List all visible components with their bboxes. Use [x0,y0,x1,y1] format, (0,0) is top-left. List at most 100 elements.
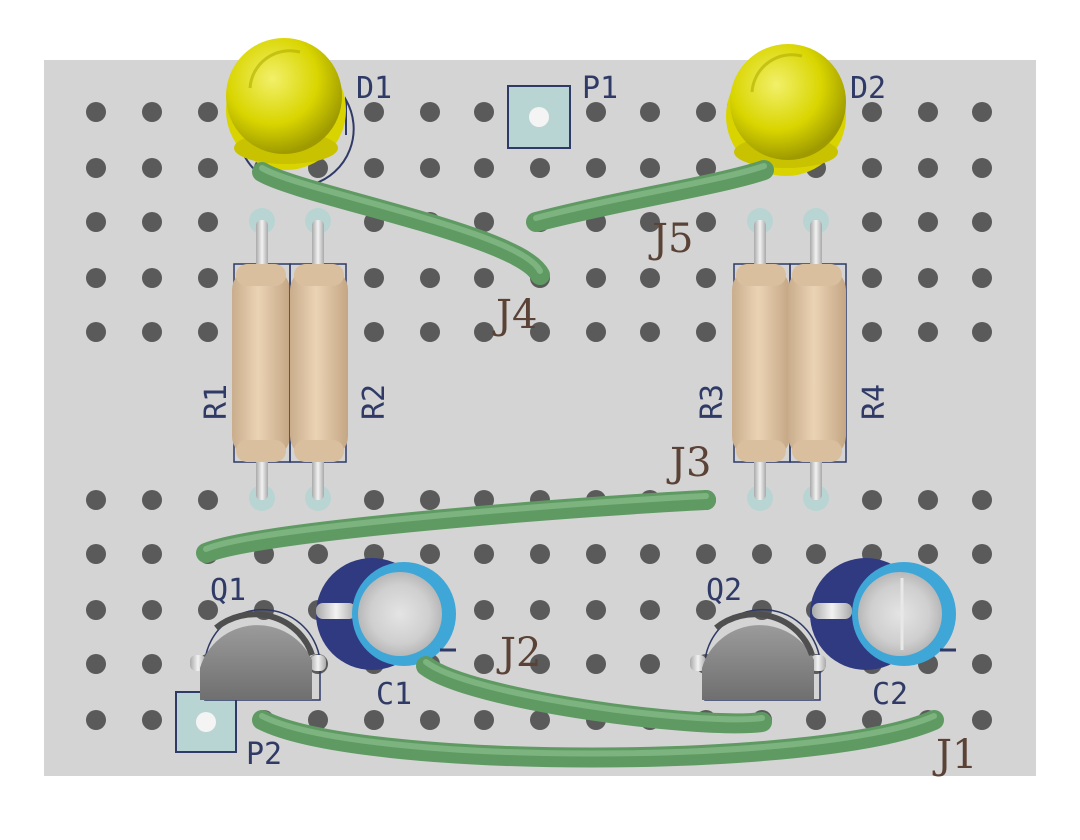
label-r4: R4 [857,384,892,420]
hole [474,322,494,342]
hole [420,490,440,510]
hole [86,268,106,288]
hole [972,268,992,288]
hole [752,544,772,564]
hole [420,158,440,178]
hole [972,158,992,178]
wire-j3 [196,490,716,563]
hole [586,654,606,674]
hole [918,212,938,232]
jumper-wires [196,160,944,768]
silkscreen-labels: D1 D2 P1 P2 Q1 Q2 C1 C2 R1 R2 R3 R4 [199,71,908,772]
hole [198,158,218,178]
hole [86,158,106,178]
hole [640,654,660,674]
hole [696,600,716,620]
wire-j5 [526,160,774,232]
hole [972,544,992,564]
hole [198,322,218,342]
hole [142,268,162,288]
hole [142,490,162,510]
hole [640,544,660,564]
hole [198,600,218,620]
hole [972,600,992,620]
hole [474,212,494,232]
hole [420,710,440,730]
hole [972,212,992,232]
hole [972,322,992,342]
pad-p1 [507,85,571,149]
hole [862,710,882,730]
hole [86,710,106,730]
resistor-r4 [788,208,847,511]
hole [474,268,494,288]
transistor-q2 [690,608,826,701]
hole [420,268,440,288]
hole [862,268,882,288]
hole [142,544,162,564]
label-j3: J3 [666,440,711,486]
hole [918,490,938,510]
hole [972,710,992,730]
hole [86,600,106,620]
hole [530,710,550,730]
hole [364,322,384,342]
hole [420,102,440,122]
label-j1: J1 [932,732,977,778]
hole [474,600,494,620]
hole [198,212,218,232]
label-r1: R1 [199,384,234,420]
hole [364,490,384,510]
hole [86,322,106,342]
hole [640,268,660,288]
led-d2 [726,44,846,176]
hole [198,268,218,288]
label-q1: Q1 [210,573,246,608]
wire-j1 [252,710,944,768]
hole [862,102,882,122]
hole [142,158,162,178]
resistor-r1 [232,208,291,511]
label-j4: J4 [492,292,537,338]
hole [474,654,494,674]
hole [586,600,606,620]
hole [474,158,494,178]
hole [86,654,106,674]
hole [640,102,660,122]
hole [586,158,606,178]
capacitor-c2 [810,558,956,670]
hole [530,544,550,564]
hole [696,212,716,232]
hole [142,102,162,122]
label-j5: J5 [648,216,693,262]
wire-j2 [416,656,772,734]
hole [696,322,716,342]
hole [530,600,550,620]
hole [640,158,660,178]
hole [198,102,218,122]
label-j2: J2 [496,630,541,676]
hole [862,212,882,232]
hole [696,102,716,122]
hole [364,158,384,178]
capacitor-c1 [316,558,456,670]
label-d1: D1 [356,71,392,106]
hole [530,654,550,674]
label-c2: C2 [872,677,908,712]
hole [918,102,938,122]
jumper-labels: J1 J2 J3 J4 J5 [492,216,977,778]
hole [806,710,826,730]
label-r3: R3 [695,384,730,420]
hole [640,212,660,232]
hole [640,600,660,620]
hole [918,158,938,178]
hole [586,268,606,288]
label-r2: R2 [357,384,392,420]
hole [918,268,938,288]
label-p2: P2 [246,737,282,772]
hole [862,490,882,510]
hole [86,212,106,232]
hole [862,322,882,342]
